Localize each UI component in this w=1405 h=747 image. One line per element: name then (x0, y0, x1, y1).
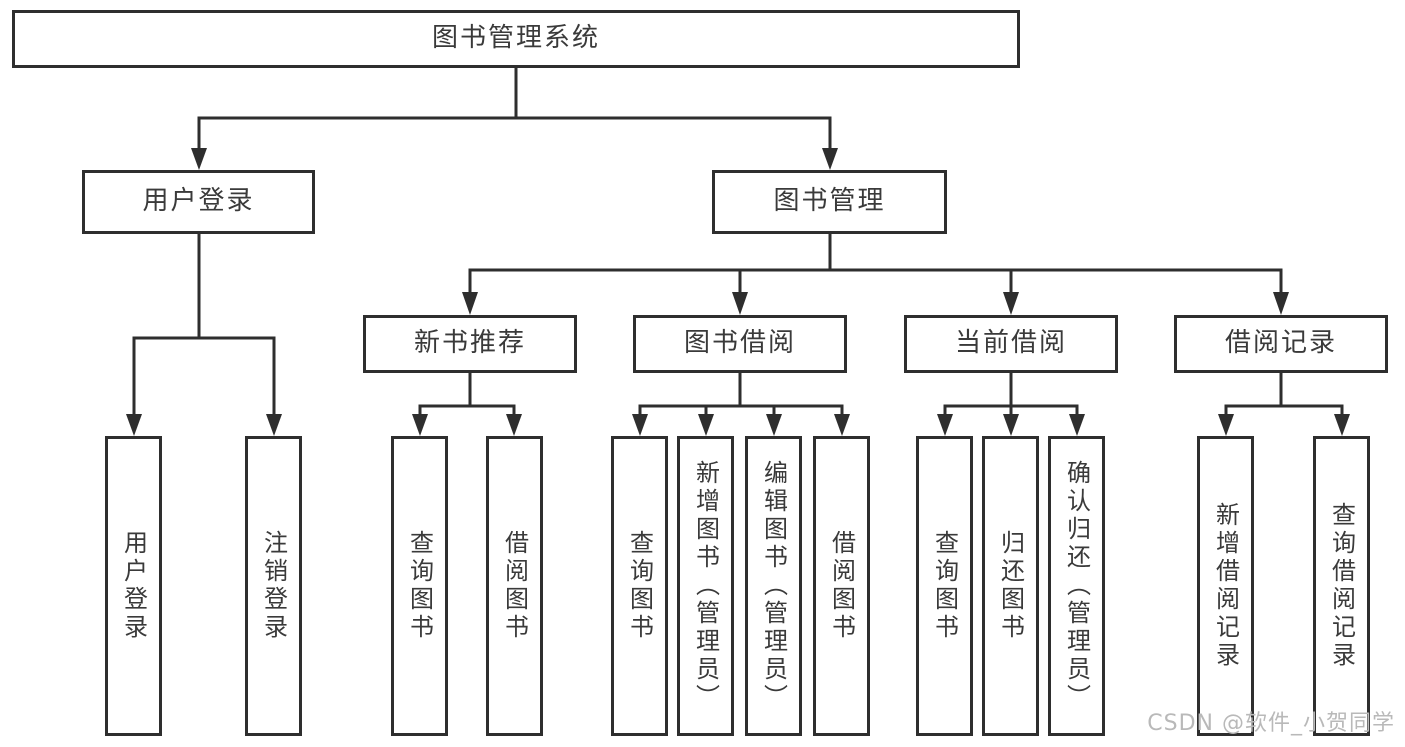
leaf-confirm-return-admin: 确认归还（管理员） (1048, 436, 1105, 736)
leaf-add-borrow-record: 新增借阅记录 (1197, 436, 1254, 736)
leaf-query-books-current: 查询图书 (916, 436, 973, 736)
connector-new-book-recommend-to-leaves (412, 373, 522, 436)
node-current-borrowing: 当前借阅 (904, 315, 1118, 373)
leaf-borrow-books-borrowing: 借阅图书 (813, 436, 870, 736)
node-label: 当前借阅 (954, 328, 1067, 359)
node-user-login: 用户登录 (82, 170, 315, 234)
connector-book-borrowing-to-leaves (632, 373, 850, 436)
leaf-borrow-books-recommend: 借阅图书 (486, 436, 543, 736)
node-label: 新书推荐 (413, 328, 526, 359)
leaf-return-books: 归还图书 (982, 436, 1039, 736)
connector-book-management-to-level3 (462, 234, 1289, 315)
connector-root-to-level2 (191, 68, 838, 170)
leaf-add-book-admin: 新增图书（管理员） (677, 436, 734, 736)
node-label: 借阅图书 (500, 530, 529, 642)
node-library-system: 图书管理系统 (12, 10, 1020, 68)
connector-borrowing-records-to-leaves (1218, 373, 1350, 436)
node-label: 借阅记录 (1224, 328, 1337, 359)
leaf-query-books-borrowing: 查询图书 (611, 436, 668, 736)
node-label: 查询图书 (625, 530, 654, 642)
node-label: 用户登录 (142, 186, 255, 217)
node-label: 图书借阅 (683, 328, 796, 359)
node-label: 确认归还（管理员） (1062, 460, 1091, 712)
leaf-query-books-recommend: 查询图书 (391, 436, 448, 736)
node-label: 图书管理 (773, 186, 886, 217)
leaf-query-borrow-record: 查询借阅记录 (1313, 436, 1370, 736)
node-label: 图书管理系统 (431, 23, 600, 54)
node-book-management: 图书管理 (712, 170, 947, 234)
node-label: 借阅图书 (827, 530, 856, 642)
node-label: 新增图书（管理员） (691, 460, 720, 712)
node-label: 查询图书 (405, 530, 434, 642)
node-borrowing-records: 借阅记录 (1174, 315, 1388, 373)
node-label: 编辑图书（管理员） (759, 460, 788, 712)
node-label: 注销登录 (259, 530, 288, 642)
leaf-logout-login: 注销登录 (245, 436, 302, 736)
node-new-book-recommend: 新书推荐 (363, 315, 577, 373)
node-label: 查询图书 (930, 530, 959, 642)
node-label: 归还图书 (996, 530, 1025, 642)
node-book-borrowing: 图书借阅 (633, 315, 847, 373)
node-label: 新增借阅记录 (1211, 502, 1240, 670)
connector-current-borrowing-to-leaves (937, 373, 1085, 436)
csdn-watermark: CSDN @软件_小贺同学 (1147, 711, 1395, 736)
leaf-edit-book-admin: 编辑图书（管理员） (745, 436, 802, 736)
node-label: 查询借阅记录 (1327, 502, 1356, 670)
leaf-user-login: 用户登录 (105, 436, 162, 736)
connector-user-login-to-leaves (126, 234, 282, 436)
node-label: 用户登录 (119, 530, 148, 642)
